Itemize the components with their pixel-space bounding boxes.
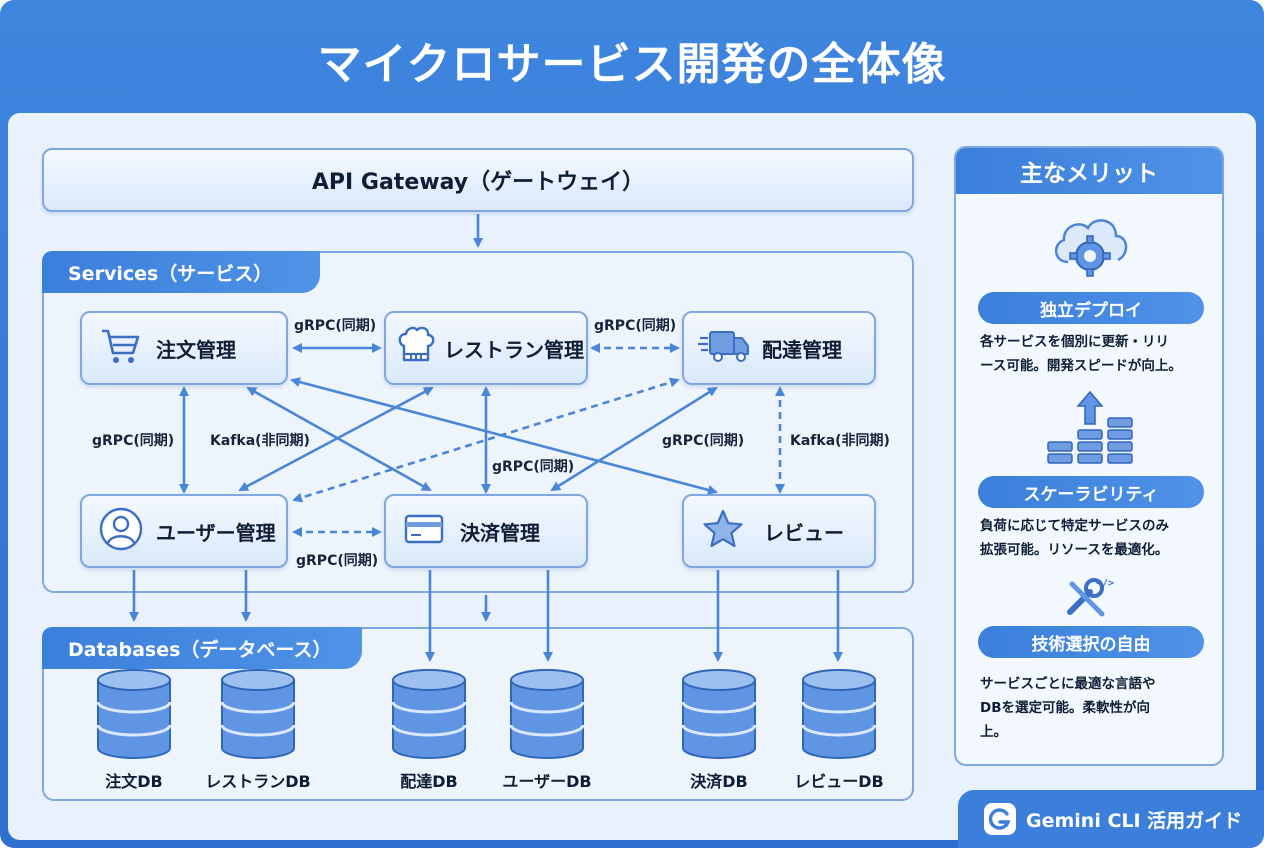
edge-label-order-restaurant: gRPC(同期)	[294, 318, 377, 334]
service-restaurant-label: レストラン管理	[444, 337, 584, 362]
edge-label-restaurant-payment: gRPC(同期)	[492, 459, 575, 475]
edge-label-order-user: gRPC(同期)	[92, 433, 175, 449]
service-payment-label: 決済管理	[460, 520, 540, 545]
database-icon	[679, 668, 759, 764]
benefit-desc-line: 上。	[980, 724, 1007, 740]
benefit-title-deploy: 独立デプロイ	[978, 292, 1204, 324]
credit-card-icon	[404, 513, 444, 549]
database-label-review: レビューDB	[794, 772, 884, 791]
database-label-delivery: 配達DB	[400, 772, 458, 791]
shopping-cart-icon	[98, 323, 144, 373]
scaling-servers-icon	[1044, 390, 1136, 472]
user-icon	[98, 506, 144, 556]
services-section-title: Services（サービス）	[42, 251, 320, 293]
footer-badge: Gemini CLI 活用ガイド	[958, 790, 1264, 848]
benefit-desc-line: 負荷に応じて特定サービスのみ	[980, 518, 1169, 534]
service-order-label: 注文管理	[156, 337, 236, 362]
page-title: マイクロサービス開発の全体像	[317, 39, 947, 90]
api-gateway-label: API Gateway（ゲートウェイ）	[311, 170, 645, 195]
benefit-desc-line: ース可能。開発スピードが向上。	[980, 358, 1182, 374]
service-user: ユーザー管理	[80, 494, 288, 568]
edge-label-delivery-review: Kafka(非同期)	[790, 433, 890, 449]
edge-label-delivery-payment: gRPC(同期)	[662, 433, 745, 449]
benefit-title-tech: 技術選択の自由	[978, 626, 1204, 658]
api-gateway-box: API Gateway（ゲートウェイ）	[42, 148, 914, 212]
service-user-label: ユーザー管理	[156, 520, 276, 545]
databases-section-title: Databases（データベース）	[42, 627, 362, 669]
wrench-code-icon: </>	[1064, 574, 1116, 624]
database-label-restaurant: レストランDB	[205, 772, 311, 791]
benefits-panel: 主なメリット 独立デプロイ 各サービスを個別に更新・リリ ース可能。開発スピード…	[954, 146, 1224, 766]
benefit-desc-line: サービスごとに最適な言語や	[980, 676, 1156, 692]
benefits-title: 主なメリット	[956, 148, 1222, 194]
database-icon	[389, 668, 469, 764]
benefit-desc-line: 各サービスを個別に更新・リリ	[980, 334, 1169, 350]
gemini-cli-logo-icon	[984, 803, 1016, 835]
service-review: レビュー	[682, 494, 876, 568]
edge-label-user-payment: gRPC(同期)	[296, 553, 379, 569]
edge-label-restaurant-delivery: gRPC(同期)	[594, 318, 677, 334]
database-icon	[94, 668, 174, 764]
database-label-order: 注文DB	[105, 772, 163, 791]
benefit-desc-deploy: 各サービスを個別に更新・リリ ース可能。開発スピードが向上。	[980, 330, 1208, 378]
benefit-desc-line: 拡張可能。リソースを最適化。	[980, 542, 1169, 558]
service-restaurant: レストラン管理	[384, 311, 588, 385]
service-order: 注文管理	[80, 311, 288, 385]
databases-section: Databases（データベース）	[42, 627, 914, 801]
cloud-gear-icon	[1048, 208, 1134, 288]
database-icon	[507, 668, 587, 764]
service-payment: 決済管理	[384, 494, 588, 568]
database-icon	[799, 668, 879, 764]
edge-label-order-payment: Kafka(非同期)	[210, 433, 310, 449]
benefit-title-scalability: スケーラビリティ	[978, 476, 1204, 508]
star-icon	[702, 508, 744, 554]
database-label-user: ユーザーDB	[502, 772, 592, 791]
footer-label: Gemini CLI 活用ガイド	[1026, 809, 1243, 832]
benefit-desc-line: DBを選定可能。柔軟性が向	[980, 700, 1150, 716]
database-label-payment: 決済DB	[690, 772, 748, 791]
benefit-desc-scalability: 負荷に応じて特定サービスのみ 拡張可能。リソースを最適化。	[980, 514, 1208, 562]
svg-text:</>: </>	[1096, 578, 1114, 589]
service-delivery-label: 配達管理	[762, 337, 842, 362]
chef-hat-icon	[396, 324, 436, 372]
service-delivery: 配達管理	[682, 311, 876, 385]
benefit-desc-tech: サービスごとに最適な言語や DBを選定可能。柔軟性が向 上。	[980, 672, 1208, 744]
database-icon	[218, 668, 298, 764]
service-review-label: レビュー	[764, 520, 844, 545]
delivery-truck-icon	[698, 326, 750, 370]
